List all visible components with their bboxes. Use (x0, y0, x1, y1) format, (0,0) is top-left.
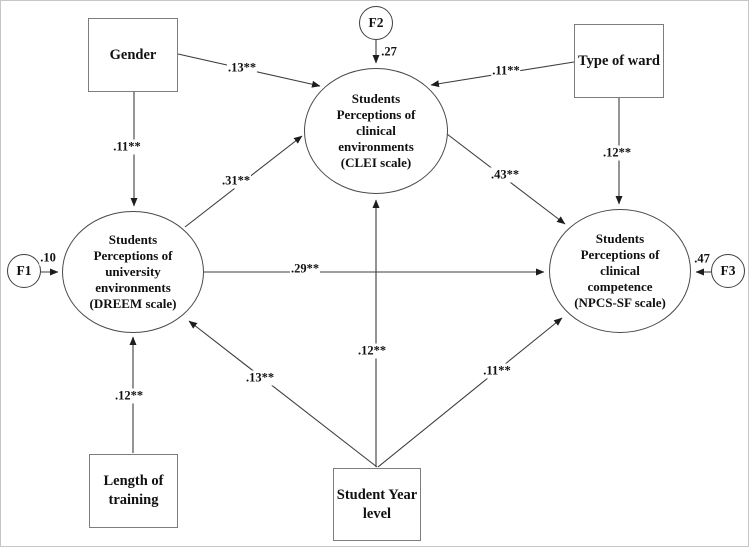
coef-gender-dreem: .11** (112, 139, 142, 155)
node-type-of-ward-label: Type of ward (578, 52, 660, 69)
node-dreem-line: university (105, 264, 161, 279)
node-npcs-line: Perceptions of (580, 247, 660, 262)
node-f3: F3 (711, 254, 745, 288)
node-clei-line: (CLEI scale) (340, 155, 412, 170)
node-student-year-level: Student Year level (333, 468, 421, 541)
node-npcs-line: Students (595, 231, 645, 246)
node-f2-label: F2 (368, 15, 384, 30)
coef-year-npcs: .11** (482, 363, 512, 379)
node-f1: F1 (7, 254, 41, 288)
node-dreem-scale: Students Perceptions of university envir… (62, 211, 204, 333)
coef-year-dreem: .13** (244, 370, 276, 386)
node-clei-line: clinical (356, 123, 396, 138)
node-student-year-level-label: level (362, 505, 392, 522)
node-clei-line: Perceptions of (336, 107, 416, 122)
node-npcs-line: clinical (600, 263, 640, 278)
node-dreem-line: Students (108, 232, 158, 247)
node-clei-line: Students (351, 91, 401, 106)
node-f2: F2 (359, 6, 393, 40)
coef-ward-clei: .11** (491, 63, 521, 79)
node-gender: Gender (88, 18, 178, 92)
node-dreem-line: Perceptions of (93, 248, 173, 263)
coef-ward-npcs: .12** (601, 145, 633, 161)
coef-f3-npcs: .47 (693, 251, 711, 267)
node-length-of-training: Length of training (89, 454, 178, 528)
node-f1-label: F1 (16, 263, 32, 278)
node-length-of-training-label: training (108, 492, 159, 508)
node-dreem-line: environments (95, 280, 171, 295)
coef-year-clei: .12** (356, 343, 388, 359)
node-student-year-level-label: Student Year (336, 486, 418, 503)
node-npcs-line: competence (587, 279, 653, 294)
arrow-year-to-dreem (188, 320, 378, 468)
node-gender-label: Gender (109, 46, 157, 63)
arrow-year-to-npcs (377, 317, 563, 468)
coef-f1-dreem: .10 (39, 250, 57, 266)
coef-length-dreem: .12** (113, 388, 145, 404)
node-npcs-sf-scale: Students Perceptions of clinical compete… (549, 209, 691, 333)
node-f3-label: F3 (720, 263, 736, 278)
coef-clei-npcs: .43** (489, 167, 521, 183)
coef-gender-clei: .13** (226, 60, 258, 76)
node-clei-line: environments (338, 139, 414, 154)
node-length-of-training-label: Length of (103, 473, 164, 489)
coef-dreem-npcs: .29** (289, 261, 321, 277)
coef-dreem-clei: .31** (220, 173, 252, 189)
node-npcs-line: (NPCS-SF scale) (574, 295, 666, 310)
node-dreem-line: (DREEM scale) (89, 296, 177, 311)
node-clei-scale: Students Perceptions of clinical environ… (304, 68, 448, 194)
node-type-of-ward: Type of ward (574, 24, 664, 98)
coef-f2-clei: .27 (380, 44, 398, 60)
